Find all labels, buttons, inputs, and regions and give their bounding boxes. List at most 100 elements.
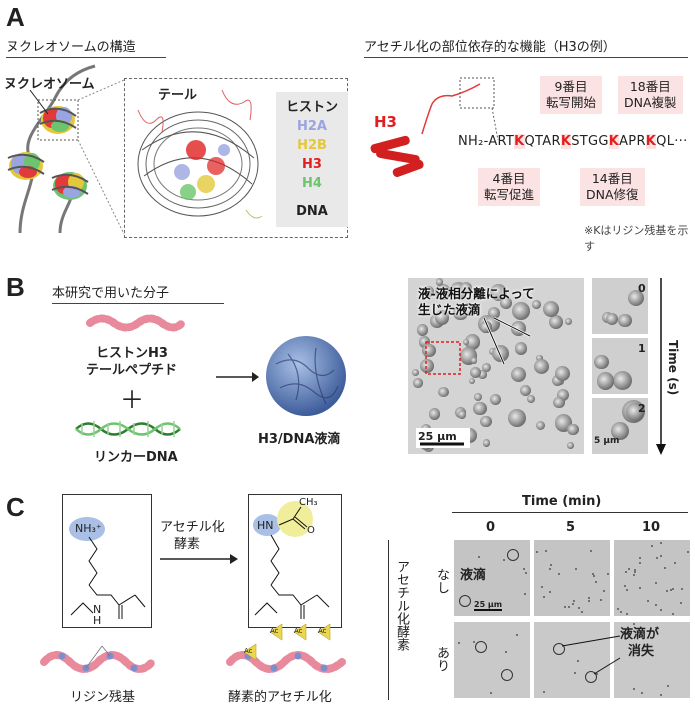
micrograph-caption: 液-液相分離によって 生じた液滴 bbox=[418, 286, 535, 318]
nucleosome-middle bbox=[7, 152, 45, 180]
row-label-none: なし bbox=[434, 568, 449, 594]
enzyme-axis-rule bbox=[388, 540, 389, 700]
speck bbox=[624, 584, 627, 587]
droplet bbox=[411, 368, 419, 376]
ac-tag: Ac bbox=[294, 627, 303, 635]
droplet bbox=[567, 442, 574, 449]
speck bbox=[634, 571, 637, 574]
time-col-0: 0 bbox=[486, 520, 496, 535]
droplet bbox=[469, 377, 476, 384]
micrograph-overlay bbox=[416, 316, 531, 448]
speck bbox=[472, 640, 475, 643]
micrograph-with-0min bbox=[454, 622, 530, 698]
droplet-circle-marker bbox=[459, 595, 471, 607]
droplet-circle-marker bbox=[501, 669, 513, 681]
site-k9-function: 転写開始 bbox=[546, 95, 597, 110]
droplet bbox=[526, 395, 535, 404]
speck bbox=[633, 623, 636, 626]
droplet bbox=[464, 334, 480, 350]
speck bbox=[687, 550, 690, 553]
droplet bbox=[611, 421, 629, 440]
droplet-circle-marker bbox=[475, 641, 487, 653]
nh3-label: NH₃⁺ bbox=[75, 522, 102, 535]
speck bbox=[489, 692, 492, 695]
o-atom-label: O bbox=[307, 525, 315, 536]
speck bbox=[592, 572, 595, 575]
speck bbox=[587, 597, 590, 600]
nucleosome-structure-image bbox=[137, 89, 263, 219]
panel-b-letter: B bbox=[6, 272, 25, 302]
ac-tag: Ac bbox=[318, 627, 327, 635]
speck bbox=[543, 691, 546, 694]
micrograph-caption-line1: 液-液相分離によって bbox=[418, 286, 535, 301]
sequence-segment: QTAR bbox=[524, 134, 561, 149]
acetyl-lysine-structure-box: HN CH₃ O bbox=[248, 494, 342, 628]
droplet bbox=[422, 285, 435, 298]
ac-tag: Ac bbox=[244, 647, 253, 655]
droplet bbox=[438, 386, 450, 398]
time-col-5: 5 bbox=[566, 520, 576, 535]
micrograph-with-10min bbox=[614, 622, 690, 698]
speck bbox=[659, 609, 662, 612]
droplet bbox=[420, 358, 435, 373]
speck bbox=[680, 602, 683, 605]
droplet bbox=[480, 321, 492, 333]
droplet bbox=[533, 358, 549, 374]
speck bbox=[542, 595, 545, 598]
arrow-right-icon bbox=[216, 372, 259, 382]
speck bbox=[655, 582, 658, 585]
droplet bbox=[478, 370, 487, 379]
micrograph-caption-line2: 生じた液滴 bbox=[418, 302, 481, 317]
droplet bbox=[418, 336, 431, 349]
site-k14-function: DNA修復 bbox=[586, 187, 639, 202]
speck bbox=[515, 633, 518, 636]
enzymatic-acetylation-label: 酵素的アセチル化 bbox=[228, 690, 332, 705]
acetyl-lysine-structure bbox=[253, 501, 330, 619]
speck bbox=[594, 580, 597, 583]
droplet bbox=[567, 423, 579, 436]
vanish-label-line1: 液滴が bbox=[620, 627, 660, 642]
vanish-label-line2: 消失 bbox=[628, 644, 655, 659]
tail-label: テール bbox=[158, 88, 198, 103]
histone-h2a: H2A bbox=[297, 119, 327, 134]
time-col-10: 10 bbox=[642, 520, 661, 535]
row-label-with: あり bbox=[434, 646, 449, 672]
droplet bbox=[435, 278, 444, 286]
speck bbox=[574, 568, 577, 571]
speck bbox=[655, 604, 658, 607]
linker-dna-label: リンカーDNA bbox=[94, 450, 178, 465]
h3-dna-droplet-icon bbox=[266, 336, 346, 416]
speck bbox=[549, 590, 552, 593]
droplet bbox=[462, 338, 470, 345]
panel-a-left-title: ヌクレオソームの構造 bbox=[6, 36, 166, 58]
speck bbox=[568, 606, 571, 609]
ch3-label: CH₃ bbox=[299, 497, 318, 508]
droplet-word-label: 液滴 bbox=[460, 568, 487, 583]
speck bbox=[641, 692, 644, 695]
time-axis-arrow bbox=[656, 278, 666, 455]
h3-label: H3 bbox=[374, 113, 397, 131]
sequence-segment: APR bbox=[619, 134, 646, 149]
footnote: ※Kはリジン残基を示す bbox=[584, 224, 689, 253]
arrow-label-2: 酵素 bbox=[174, 537, 201, 552]
droplet bbox=[553, 396, 565, 409]
plus-sign: ＋ bbox=[120, 386, 144, 414]
speck bbox=[669, 588, 672, 591]
nucleosome-top bbox=[39, 106, 77, 134]
peptide-label-1: ヒストンH3 bbox=[96, 346, 168, 361]
droplet bbox=[551, 374, 563, 387]
timelapse-frame-2 bbox=[592, 398, 648, 454]
site-k14-box: 14番目 DNA修復 bbox=[580, 168, 645, 206]
speck bbox=[619, 611, 622, 614]
droplet bbox=[554, 365, 571, 381]
speck bbox=[535, 551, 538, 554]
vanish-label: 液滴が 消失 bbox=[620, 626, 659, 660]
speck bbox=[523, 568, 526, 571]
site-k4-box: 4番目 転写促進 bbox=[478, 168, 541, 206]
droplet bbox=[606, 313, 619, 326]
arrow-label-1: アセチル化 bbox=[160, 520, 225, 535]
droplet bbox=[594, 354, 609, 370]
speck bbox=[617, 607, 620, 610]
vanish-pointer-lines bbox=[561, 635, 621, 675]
